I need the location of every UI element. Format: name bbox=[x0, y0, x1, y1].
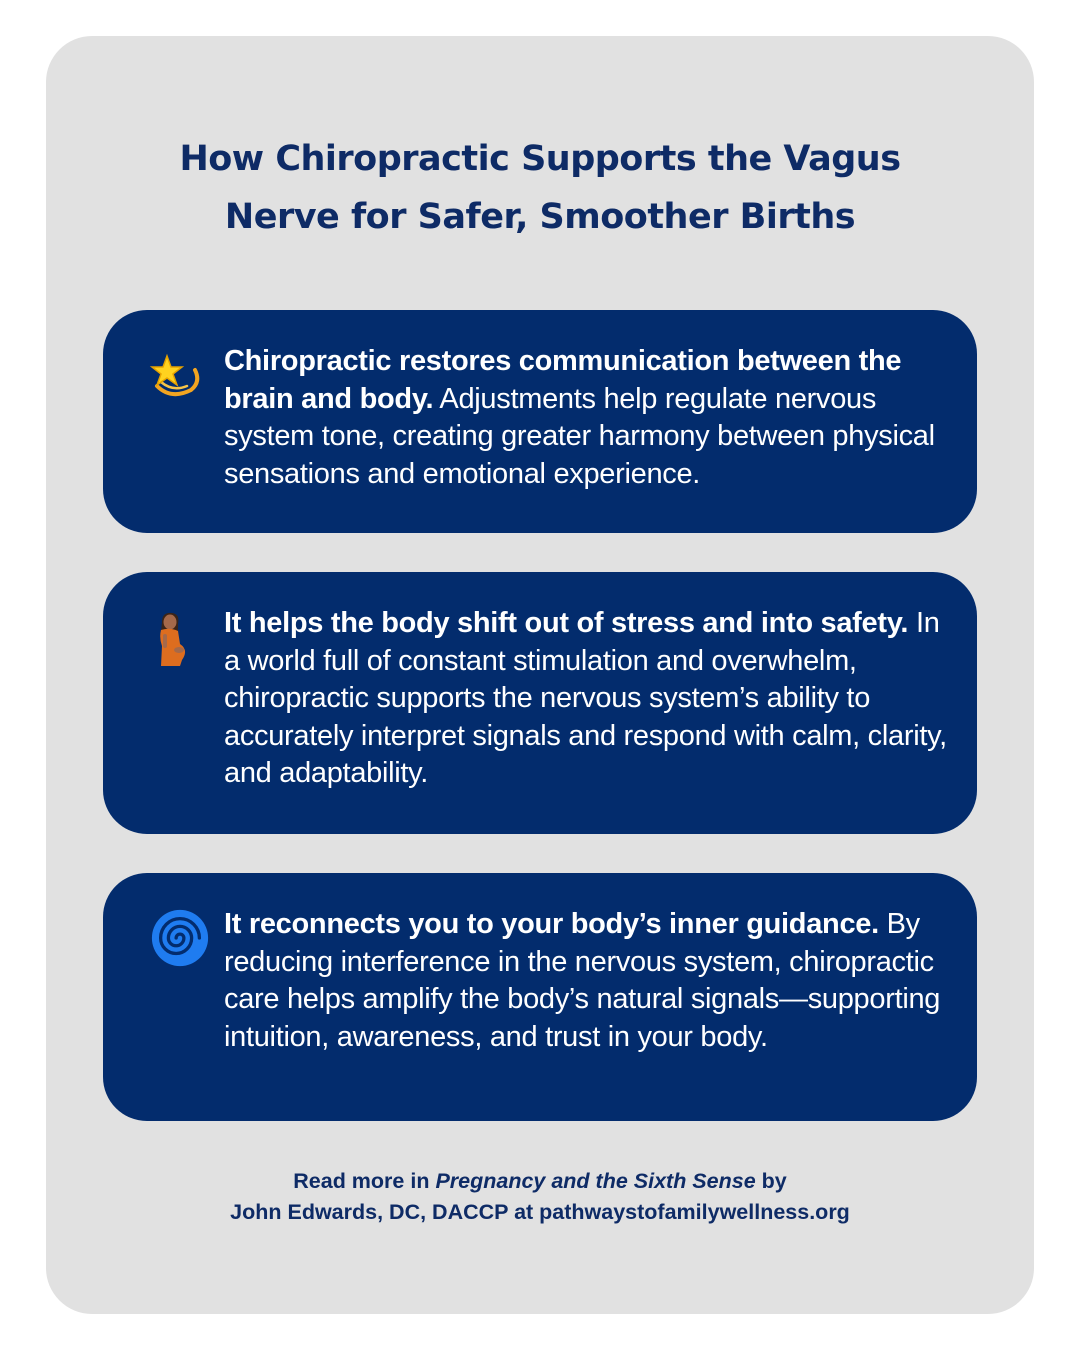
info-card-body: In a world full of constant stimulation … bbox=[224, 607, 947, 789]
info-card-text: It reconnects you to your body’s inner g… bbox=[224, 906, 954, 1056]
info-card-lead: Chiropractic restores communication betw… bbox=[224, 345, 902, 415]
page-title: How Chiropractic Supports the Vagus Nerv… bbox=[0, 130, 1080, 246]
title-line-1: How Chiropractic Supports the Vagus bbox=[179, 139, 901, 179]
footer-citation: Read more in Pregnancy and the Sixth Sen… bbox=[0, 1166, 1080, 1228]
info-card-text: It helps the body shift out of stress an… bbox=[224, 605, 954, 793]
footer-book-title: Pregnancy and the Sixth Sense bbox=[435, 1169, 756, 1193]
info-card-body: By reducing interference in the nervous … bbox=[224, 908, 941, 1053]
pregnant-woman-icon bbox=[160, 612, 186, 666]
info-card-lead: It reconnects you to your body’s inner g… bbox=[224, 908, 879, 940]
footer-line-2: John Edwards, DC, DACCP at pathwaystofam… bbox=[230, 1200, 850, 1224]
footer-by: by bbox=[761, 1169, 787, 1193]
info-card-inner-guidance: It reconnects you to your body’s inner g… bbox=[103, 873, 977, 1121]
footer-prefix: Read more in bbox=[293, 1169, 430, 1193]
title-line-2: Nerve for Safer, Smoother Births bbox=[224, 197, 856, 237]
info-card-lead: It helps the body shift out of stress an… bbox=[224, 607, 909, 639]
info-card-brain-body: Chiropractic restores communication betw… bbox=[103, 310, 977, 533]
cyclone-icon bbox=[151, 909, 209, 967]
dizzy-star-icon bbox=[149, 353, 200, 397]
info-card-text: Chiropractic restores communication betw… bbox=[224, 343, 954, 493]
info-card-stress-safety: It helps the body shift out of stress an… bbox=[103, 572, 977, 834]
footer-line-1: Read more in Pregnancy and the Sixth Sen… bbox=[0, 1166, 1080, 1197]
info-card-body: Adjustments help regulate nervous system… bbox=[224, 382, 935, 490]
